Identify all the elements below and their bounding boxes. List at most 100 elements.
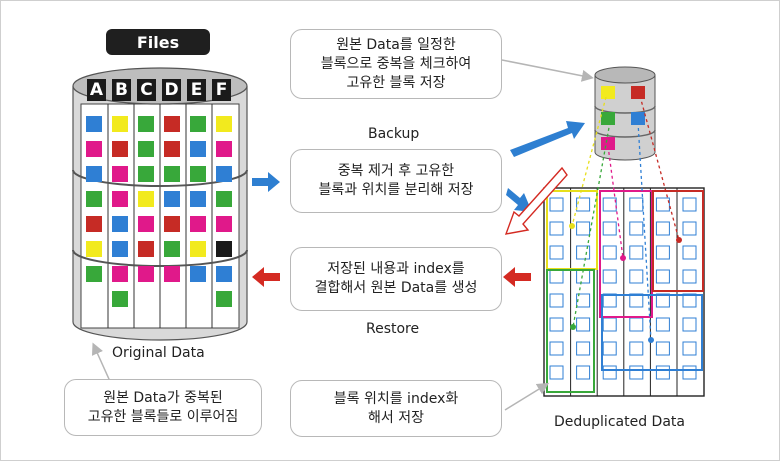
restore-label: Restore — [366, 321, 420, 337]
original-block — [112, 191, 128, 207]
dedup-index-slot — [549, 269, 564, 284]
restore-arrow-left — [252, 267, 280, 287]
dedup-index-slot — [549, 221, 564, 236]
original-data-cylinder — [72, 67, 248, 341]
original-block — [138, 166, 154, 182]
original-block — [190, 116, 206, 132]
dedup-index-slot — [682, 245, 697, 260]
dedup-index-slot — [576, 317, 591, 332]
callout-original-composition: 원본 Data가 중복된 고유한 블록들로 이루어짐 — [64, 379, 262, 436]
original-block — [190, 216, 206, 232]
original-data-label: Original Data — [112, 345, 205, 361]
unique-block-red — [631, 86, 645, 99]
dedup-index-slot — [682, 269, 697, 284]
original-block — [138, 191, 154, 207]
callout-unique-block-storage: 원본 Data를 일정한 블록으로 중복을 체크하여 고유한 블록 저장 — [290, 29, 502, 99]
original-block — [216, 116, 232, 132]
original-block — [112, 166, 128, 182]
original-block — [216, 266, 232, 282]
original-block — [164, 266, 180, 282]
callout-index-storage: 블록 위치를 index화 해서 저장 — [290, 380, 502, 437]
deduplicated-data-label: Deduplicated Data — [554, 414, 685, 430]
dedup-index-slot — [602, 341, 617, 356]
original-block — [190, 241, 206, 257]
dedup-index-slot — [629, 221, 644, 236]
dedup-index-slot — [549, 365, 564, 380]
dedup-index-slot — [602, 245, 617, 260]
dedup-index-slot — [602, 317, 617, 332]
dedup-index-slot — [629, 197, 644, 212]
dedup-index-slot — [655, 341, 670, 356]
column-letter-f: F — [212, 79, 231, 101]
dedup-index-slot — [549, 317, 564, 332]
unique-block-blue — [631, 112, 645, 125]
callout-restore: 저장된 내용과 index를 결합해서 원본 Data를 생성 — [290, 247, 502, 311]
original-block — [216, 216, 232, 232]
original-block — [86, 116, 102, 132]
restore-arrow-right — [503, 267, 531, 287]
files-label: Files — [106, 29, 210, 55]
dedup-index-slot — [655, 221, 670, 236]
original-block — [112, 266, 128, 282]
dedup-index-slot — [682, 221, 697, 236]
original-block — [112, 241, 128, 257]
column-letter-b: B — [112, 79, 131, 101]
original-block — [138, 116, 154, 132]
original-block — [112, 291, 128, 307]
unique-block-magenta — [601, 137, 615, 150]
original-block — [216, 241, 232, 257]
original-block — [164, 241, 180, 257]
dedup-index-slot — [655, 317, 670, 332]
dedup-index-slot — [655, 245, 670, 260]
original-block — [164, 116, 180, 132]
original-block — [112, 116, 128, 132]
original-block — [164, 166, 180, 182]
dedup-index-slot — [549, 341, 564, 356]
column-letter-d: D — [162, 79, 181, 101]
dedup-index-slot — [576, 245, 591, 260]
deduplicated-data-grid — [543, 95, 705, 397]
backup-arrow-down — [506, 188, 532, 212]
backup-arrow-up — [510, 121, 585, 157]
dedup-index-slot — [655, 269, 670, 284]
dedup-index-slot — [549, 197, 564, 212]
original-block — [190, 266, 206, 282]
original-block — [216, 166, 232, 182]
backup-label: Backup — [368, 126, 420, 142]
original-block — [86, 191, 102, 207]
backup-arrow-left — [252, 172, 280, 192]
original-block — [138, 241, 154, 257]
dedup-index-slot — [576, 365, 591, 380]
dedup-index-slot — [549, 293, 564, 308]
original-block — [164, 191, 180, 207]
unique-block-green — [601, 112, 615, 125]
dedup-index-slot — [576, 293, 591, 308]
original-block — [86, 141, 102, 157]
dedup-index-slot — [655, 365, 670, 380]
original-block — [138, 266, 154, 282]
original-block — [216, 191, 232, 207]
column-letter-a: A — [87, 79, 106, 101]
dedup-index-slot — [629, 245, 644, 260]
dedup-index-slot — [629, 365, 644, 380]
dedup-index-slot — [602, 269, 617, 284]
dedup-index-slot — [549, 245, 564, 260]
dedup-index-slot — [682, 341, 697, 356]
dedup-index-slot — [682, 197, 697, 212]
dedup-index-slot — [629, 269, 644, 284]
original-block — [86, 241, 102, 257]
dedup-index-slot — [682, 365, 697, 380]
unique-block-storage-cylinder — [594, 66, 656, 161]
dedup-index-slot — [576, 221, 591, 236]
original-block — [112, 216, 128, 232]
dedup-index-slot — [576, 197, 591, 212]
dedup-index-slot — [602, 221, 617, 236]
original-block — [138, 216, 154, 232]
original-block — [190, 166, 206, 182]
original-block — [164, 141, 180, 157]
original-block — [86, 216, 102, 232]
dedup-index-slot — [629, 317, 644, 332]
dedup-index-slot — [655, 197, 670, 212]
column-letter-e: E — [187, 79, 206, 101]
